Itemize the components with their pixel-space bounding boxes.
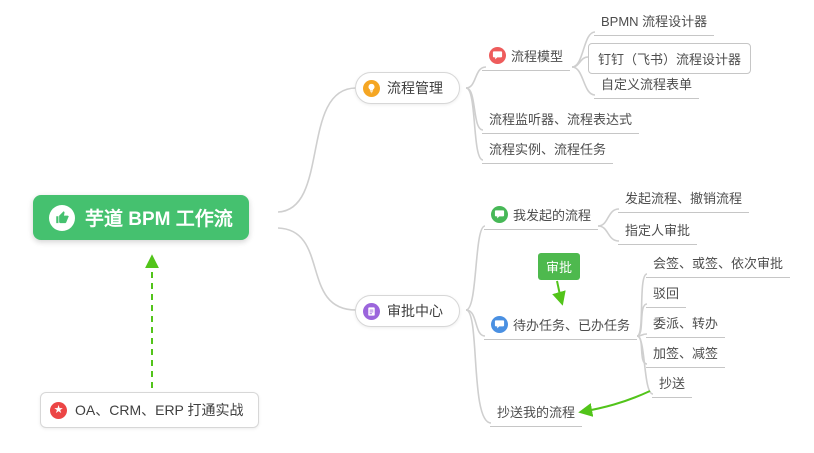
note-label: OA、CRM、ERP 打通实战	[75, 402, 244, 418]
node-initiate-revoke[interactable]: 发起流程、撤销流程	[618, 185, 750, 213]
node-custom-form[interactable]: 自定义流程表单	[594, 71, 700, 99]
lightbulb-icon	[363, 79, 380, 97]
node-label: 委派、转办	[653, 316, 719, 331]
node-label: 流程监听器、流程表达式	[489, 112, 633, 127]
node-label: 流程实例、流程任务	[489, 142, 607, 157]
node-label: 抄送	[659, 376, 686, 391]
node-delegate-transfer[interactable]: 委派、转办	[646, 310, 726, 338]
branch-label: 流程管理	[387, 80, 443, 96]
thumbs-up-icon	[49, 204, 75, 231]
node-label: 待办任务、已办任务	[513, 318, 631, 333]
node-assignee-approval[interactable]: 指定人审批	[618, 217, 698, 245]
approval-tag[interactable]: 审批	[538, 253, 581, 280]
chat-bubble-icon	[489, 47, 506, 64]
node-label: 驳回	[653, 286, 680, 301]
node-countersign[interactable]: 会签、或签、依次审批	[646, 250, 791, 278]
node-add-remove-sign[interactable]: 加签、减签	[646, 340, 726, 368]
node-bpmn-designer[interactable]: BPMN 流程设计器	[594, 8, 715, 36]
node-listener-expression[interactable]: 流程监听器、流程表达式	[482, 106, 640, 134]
node-my-initiated-process[interactable]: 我发起的流程	[484, 202, 599, 230]
node-reject[interactable]: 驳回	[646, 280, 687, 308]
node-label: 发起流程、撤销流程	[625, 191, 743, 206]
branch-process-management[interactable]: 流程管理	[355, 72, 460, 104]
node-process-model[interactable]: 流程模型	[482, 43, 571, 71]
chat-bubble-icon	[491, 316, 508, 333]
node-label: 抄送我的流程	[497, 405, 576, 420]
note-oa-crm-erp[interactable]: ★ OA、CRM、ERP 打通实战	[40, 392, 259, 428]
root-label: 芋道 BPM 工作流	[85, 209, 233, 230]
node-todo-done-task[interactable]: 待办任务、已办任务	[484, 312, 638, 340]
node-dingtalk-feishu-designer[interactable]: 钉钉（飞书）流程设计器	[588, 43, 752, 74]
node-instance-task[interactable]: 流程实例、流程任务	[482, 136, 614, 164]
node-label: 加签、减签	[653, 346, 719, 361]
document-list-icon	[363, 302, 380, 320]
branch-approval-center[interactable]: 审批中心	[355, 295, 460, 327]
node-label: 指定人审批	[625, 223, 691, 238]
node-label: 流程模型	[511, 49, 564, 64]
node-label: BPMN 流程设计器	[601, 14, 708, 29]
star-glyph: ★	[53, 403, 64, 416]
branch-label: 审批中心	[387, 303, 443, 319]
root-node[interactable]: 芋道 BPM 工作流	[33, 195, 249, 240]
node-cc[interactable]: 抄送	[652, 370, 693, 398]
node-label: 钉钉（飞书）流程设计器	[598, 52, 742, 67]
node-label: 我发起的流程	[513, 208, 592, 223]
star-icon: ★	[50, 401, 67, 419]
node-label: 自定义流程表单	[601, 77, 693, 92]
node-cc-my-process[interactable]: 抄送我的流程	[490, 399, 583, 427]
chat-bubble-icon	[491, 206, 508, 223]
node-label: 会签、或签、依次审批	[653, 256, 784, 271]
